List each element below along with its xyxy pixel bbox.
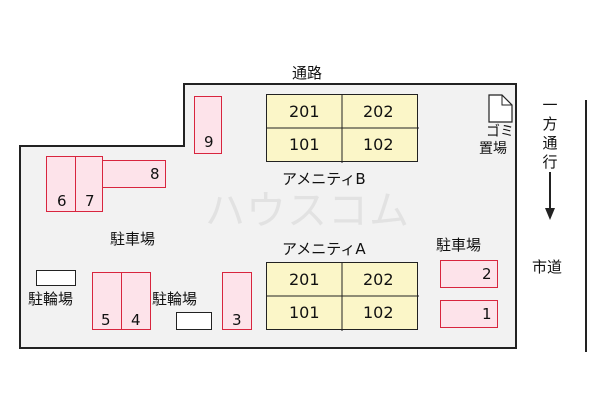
road-label: 通路 [292,64,323,82]
parking-space-7: 7 [75,156,103,212]
garbage-bin-icon [488,94,513,123]
one-way-char: 行 [542,153,558,171]
parking-space-2: 2 [440,260,498,288]
unit-a-201: 201 [289,270,320,289]
parking-space-number: 8 [150,165,160,183]
one-way-arrow-icon [545,208,555,220]
unit-a-102: 102 [363,303,394,322]
parking-space-number: 2 [482,265,492,283]
one-way-char: 一 [542,96,558,114]
city-road-label: 市道 [532,258,563,276]
one-way-char: 通 [542,134,558,152]
bike-parking-center-area [176,312,212,330]
unit-b-101: 101 [289,135,320,154]
parking-space-8: 8 [100,160,166,188]
parking-right-label: 駐車場 [436,236,482,254]
parking-space-number: 3 [232,311,242,329]
parking-space-5: 5 [92,272,122,330]
bike-parking-center-label: 駐輪場 [152,290,198,308]
garbage-label-1: ゴミ [486,124,514,140]
parking-space-number: 1 [482,305,492,323]
parking-space-3: 3 [222,272,252,330]
one-way-char: 方 [542,115,558,133]
unit-b-102: 102 [363,135,394,154]
one-way-label: 一 方 通 行 [541,96,559,172]
parking-space-number: 4 [131,311,141,329]
bike-parking-left-label: 駐輪場 [28,290,74,308]
unit-a-101: 101 [289,303,320,322]
parking-main-label: 駐車場 [110,230,156,248]
parking-space-6: 6 [46,156,76,212]
parking-space-number: 5 [101,311,111,329]
parking-space-4: 4 [121,272,151,330]
parking-space-1: 1 [440,300,498,328]
building-amenity-b: 201 202 101 102 [266,94,419,163]
amenity-b-label: アメニティB [282,170,366,188]
parking-space-number: 6 [57,192,67,210]
garbage-label-2: 置場 [479,141,507,157]
parking-space-number: 7 [85,192,95,210]
unit-b-202: 202 [363,102,394,121]
watermark: ハウスコム [205,188,410,234]
bike-parking-left-area [36,270,76,286]
unit-b-201: 201 [289,102,320,121]
parking-space-9: 9 [194,96,222,154]
amenity-a-label: アメニティA [282,240,366,258]
parking-space-number: 9 [204,133,214,151]
building-amenity-a: 201 202 101 102 [266,262,419,331]
unit-a-202: 202 [363,270,394,289]
